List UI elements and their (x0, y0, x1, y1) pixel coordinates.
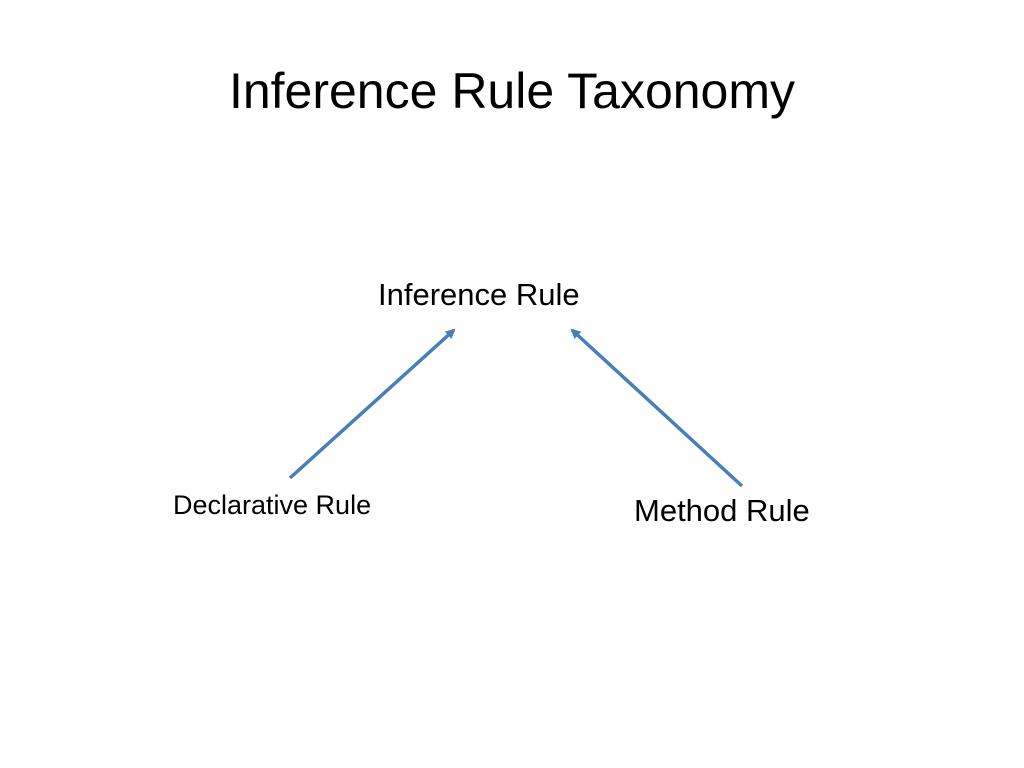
node-inference-rule: Inference Rule (378, 277, 580, 312)
node-declarative-rule: Declarative Rule (173, 490, 372, 520)
slide-title: Inference Rule Taxonomy (228, 63, 796, 119)
arrow-declarative-to-inference (288, 328, 456, 480)
node-method-rule: Method Rule (634, 493, 810, 528)
arrow-method-to-inference (570, 328, 744, 488)
